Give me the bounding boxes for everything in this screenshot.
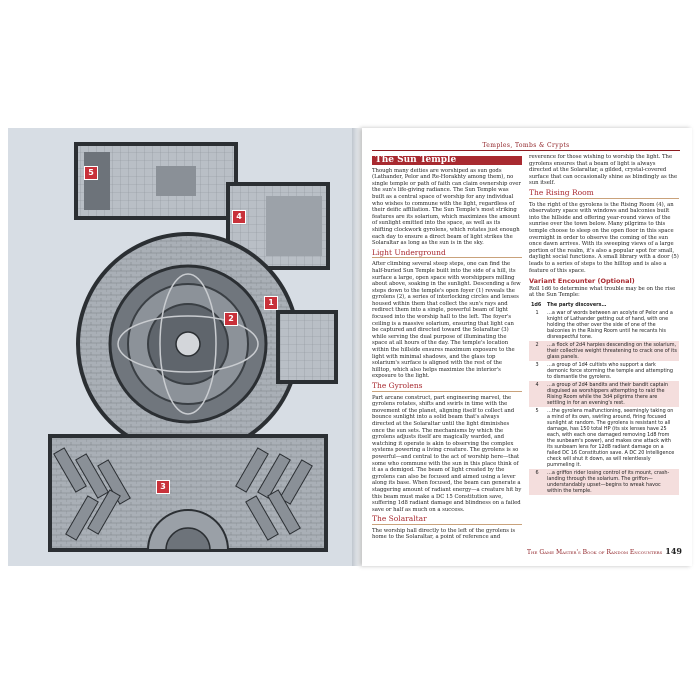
rising-room-paragraph: To the right of the gyrolens is the Risi… xyxy=(529,201,679,274)
roll-cell: 1 xyxy=(535,309,539,316)
roll-cell: 6 xyxy=(529,468,545,495)
running-header: Temples, Tombs & Crypts xyxy=(372,142,680,151)
temple-map: 5 4 1 2 3 xyxy=(16,136,344,558)
light-underground-heading: Light Underground xyxy=(372,249,522,259)
roll-cell: 4 xyxy=(529,380,545,407)
solaraltar-paragraph: The worship hall directly to the left of… xyxy=(372,527,516,541)
map-marker-2: 2 xyxy=(224,312,238,326)
table-row: 3 …a group of 1d4 cultists who support a… xyxy=(529,361,679,381)
table-row: 2 …a flock of 2d4 harpies descending on … xyxy=(529,340,679,361)
table-row: 1 …a war of words between an acolyte of … xyxy=(529,309,679,341)
map-marker-5: 5 xyxy=(84,166,98,180)
roll-cell: 3 xyxy=(535,361,539,368)
table-row: 5 …the gyrolens malfunctioning, seemingl… xyxy=(529,407,679,469)
roll-column-header: 1d6 xyxy=(531,301,542,308)
book-spread: 5 4 1 2 3 Temples, Tombs & Crypts The Su… xyxy=(8,128,692,566)
encounter-table: 1d6 The party discovers… 1 …a war of wor… xyxy=(529,301,679,495)
solaraltar-heading: The Solaraltar xyxy=(372,515,522,525)
map-marker-1: 1 xyxy=(264,296,278,310)
text-column-left: The Sun Temple Though many deities are w… xyxy=(372,154,522,543)
temple-map-drawing xyxy=(16,136,344,558)
sun-temple-paragraph: Though many deities are worshiped as sun… xyxy=(372,167,521,247)
roll-cell: 5 xyxy=(535,407,539,414)
event-column-header: The party discovers… xyxy=(547,301,607,308)
event-cell: …a group of 1d4 cultists who support a d… xyxy=(547,361,673,380)
table-row: 6 …a griffon rider losing control of its… xyxy=(529,468,679,495)
map-marker-4: 4 xyxy=(232,210,246,224)
page-number: 149 xyxy=(665,546,682,556)
event-cell: …a group of 2d4 bandits and their bandit… xyxy=(545,380,679,407)
encounter-table-header: 1d6 The party discovers… xyxy=(529,301,679,309)
gyrolens-heading: The Gyrolens xyxy=(372,382,522,392)
event-cell: …a griffon rider losing control of its m… xyxy=(545,468,679,495)
map-marker-3: 3 xyxy=(156,480,170,494)
text-column-right: reverence for those wishing to worship t… xyxy=(529,154,679,495)
solaraltar-paragraph-continued: reverence for those wishing to worship t… xyxy=(529,154,678,187)
table-row: 4 …a group of 2d4 bandits and their band… xyxy=(529,380,679,407)
left-page: 5 4 1 2 3 xyxy=(8,128,352,566)
roll-cell: 2 xyxy=(529,340,545,361)
book-title: The Game Master's Book of Random Encount… xyxy=(527,549,663,556)
variant-encounter-heading: Variant Encounter (Optional) xyxy=(529,277,635,286)
sun-temple-heading: The Sun Temple xyxy=(372,156,522,165)
gyrolens-paragraph: Part arcane construct, part engineering … xyxy=(372,394,522,513)
variant-encounter-intro: Roll 1d6 to determine what trouble may b… xyxy=(529,285,676,299)
event-cell: …the gyrolens malfunctioning, seemingly … xyxy=(547,407,675,468)
event-cell: …a flock of 2d4 harpies descending on th… xyxy=(545,340,679,361)
event-cell: …a war of words between an acolyte of Pe… xyxy=(547,309,673,340)
book-gutter xyxy=(352,128,362,566)
light-underground-paragraph: After climbing several steep steps, one … xyxy=(372,261,521,380)
page-footer: The Game Master's Book of Random Encount… xyxy=(472,546,682,556)
right-page: Temples, Tombs & Crypts The Sun Temple T… xyxy=(362,128,692,566)
rising-room-heading: The Rising Room xyxy=(529,189,679,199)
